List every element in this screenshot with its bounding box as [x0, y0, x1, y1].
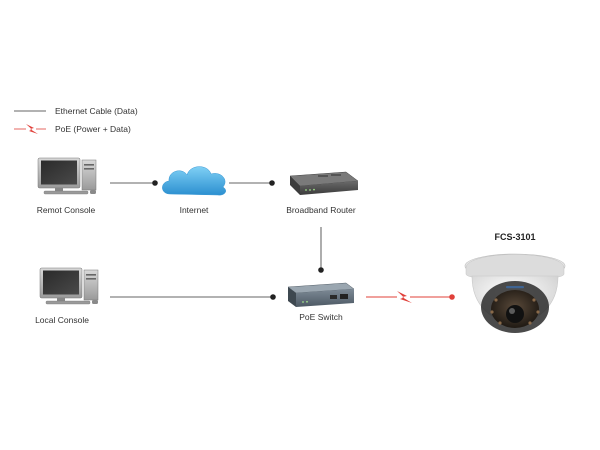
dome-camera-icon — [464, 253, 566, 333]
cable-dot — [318, 267, 324, 273]
remote-console-label: Remot Console — [37, 205, 96, 215]
camera-model-label: FCS-3101 — [494, 232, 535, 242]
poe-legend-icon — [14, 124, 46, 134]
desktop-computer-icon — [39, 267, 99, 305]
local-console-label: Local Console — [35, 315, 89, 325]
local-console-node: Local Console — [35, 267, 99, 325]
remote-console-node: Remot Console — [37, 157, 97, 215]
cloud-icon — [162, 166, 226, 196]
poe-switch-label: PoE Switch — [299, 312, 343, 322]
internet-label: Internet — [180, 205, 209, 215]
broadband-router-node: Broadband Router — [286, 171, 359, 215]
connections — [110, 180, 455, 303]
legend: Ethernet Cable (Data) PoE (Power + Data) — [14, 106, 138, 134]
ethernet-legend-label: Ethernet Cable (Data) — [55, 106, 138, 116]
desktop-computer-icon — [37, 157, 97, 195]
poe-legend-label: PoE (Power + Data) — [55, 124, 131, 134]
internet-node: Internet — [162, 166, 226, 215]
poe-switch-node: PoE Switch — [287, 282, 355, 322]
switch-icon — [287, 282, 355, 307]
cable-dot — [269, 180, 275, 186]
cable-dot — [270, 294, 276, 300]
cable-dot — [152, 180, 158, 186]
router-icon — [289, 171, 359, 195]
camera-node: FCS-3101 — [464, 232, 566, 333]
broadband-router-label: Broadband Router — [286, 205, 356, 215]
poe-cable-switch-camera — [366, 291, 455, 303]
